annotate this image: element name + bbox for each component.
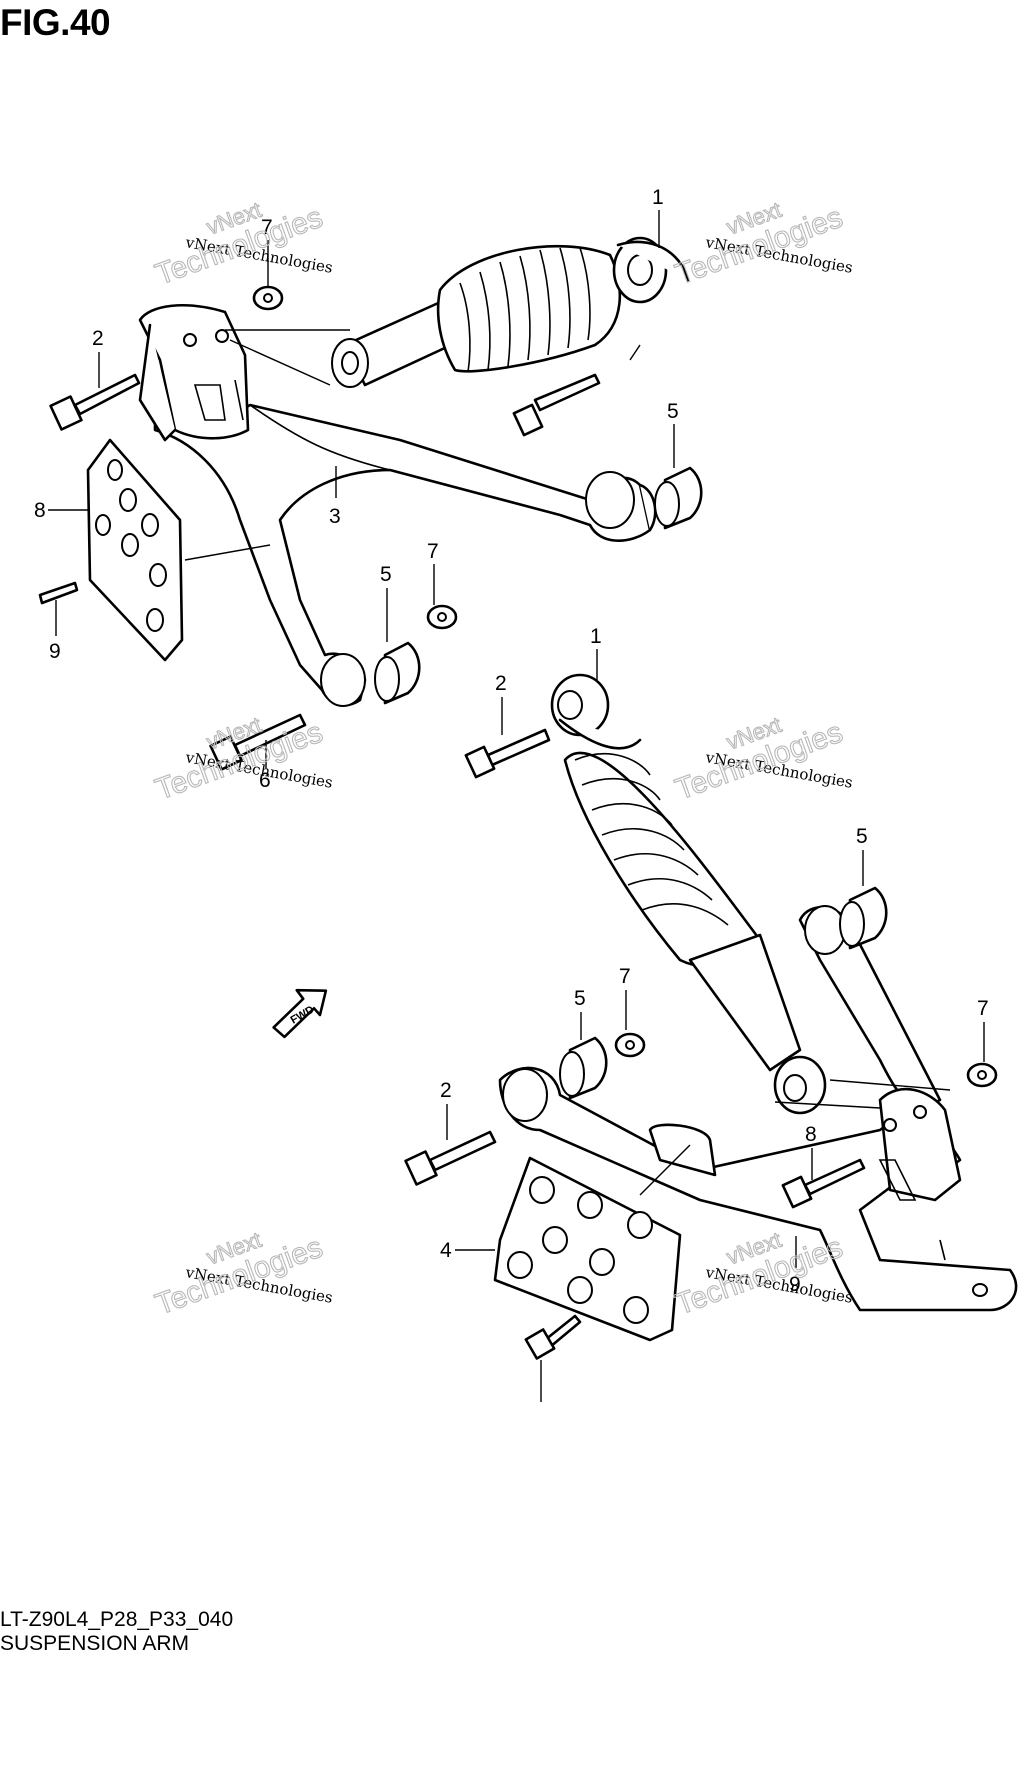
figure-name: SUSPENSION ARM [0,1632,190,1655]
callout-label: 3 [329,505,341,528]
upper-swing-arm [153,398,657,707]
watermark-stamp: vNext vNext Technologies Technologies [151,1226,335,1322]
watermark-stamp: vNext vNext Technologies Technologies [671,711,855,807]
watermark-stamp: vNext vNext Technologies Technologies [151,711,335,807]
upper-bolts [49,373,601,771]
lower-swing-arm [498,905,1018,1312]
lower-footplate [493,1156,682,1342]
callout-label: 5 [380,563,392,586]
callout-label: 7 [427,540,439,563]
callout-label: 8 [34,499,46,522]
callout-label: 6 [259,769,271,792]
callout-label: 5 [856,825,868,848]
callout-label: 1 [652,186,664,209]
watermark-stamp: vNext vNext Technologies Technologies [671,1226,855,1322]
callout-label: 2 [440,1079,452,1102]
callout-label: 7 [261,216,273,239]
watermark-stamp: vNext vNext Technologies Technologies [151,196,335,292]
callout-label: 8 [805,1123,817,1146]
assembly-leaders [184,329,951,1196]
callout-label: 7 [619,965,631,988]
upper-bracket [138,304,250,442]
callout-label: 9 [49,640,61,663]
lower-bolts [404,728,866,1209]
callout-label: 2 [495,672,507,695]
callout-label: 2 [92,327,104,350]
figure-title: FIG.40 [0,2,111,43]
callout-label: 1 [590,625,602,648]
callout-label: 7 [977,997,989,1020]
callout-label: 4 [440,1239,452,1262]
upper-small-parts [252,285,703,705]
callout-label: 9 [789,1273,801,1296]
upper-footplate [86,438,184,662]
watermark-stamp: vNext vNext Technologies Technologies [671,196,855,292]
forward-direction-arrow: FWD [272,988,328,1039]
callout-label: 5 [667,400,679,423]
figure-code: LT-Z90L4_P28_P33_040 [0,1608,234,1631]
upper-shock-absorber [331,236,690,388]
callout-labels: 1 7 2 5 8 3 5 7 9 6 1 2 5 5 7 7 2 8 4 [34,186,989,1402]
callout-label: 5 [574,987,586,1010]
lower-shock-absorber [550,673,827,1115]
lower-small-parts [559,886,998,1100]
